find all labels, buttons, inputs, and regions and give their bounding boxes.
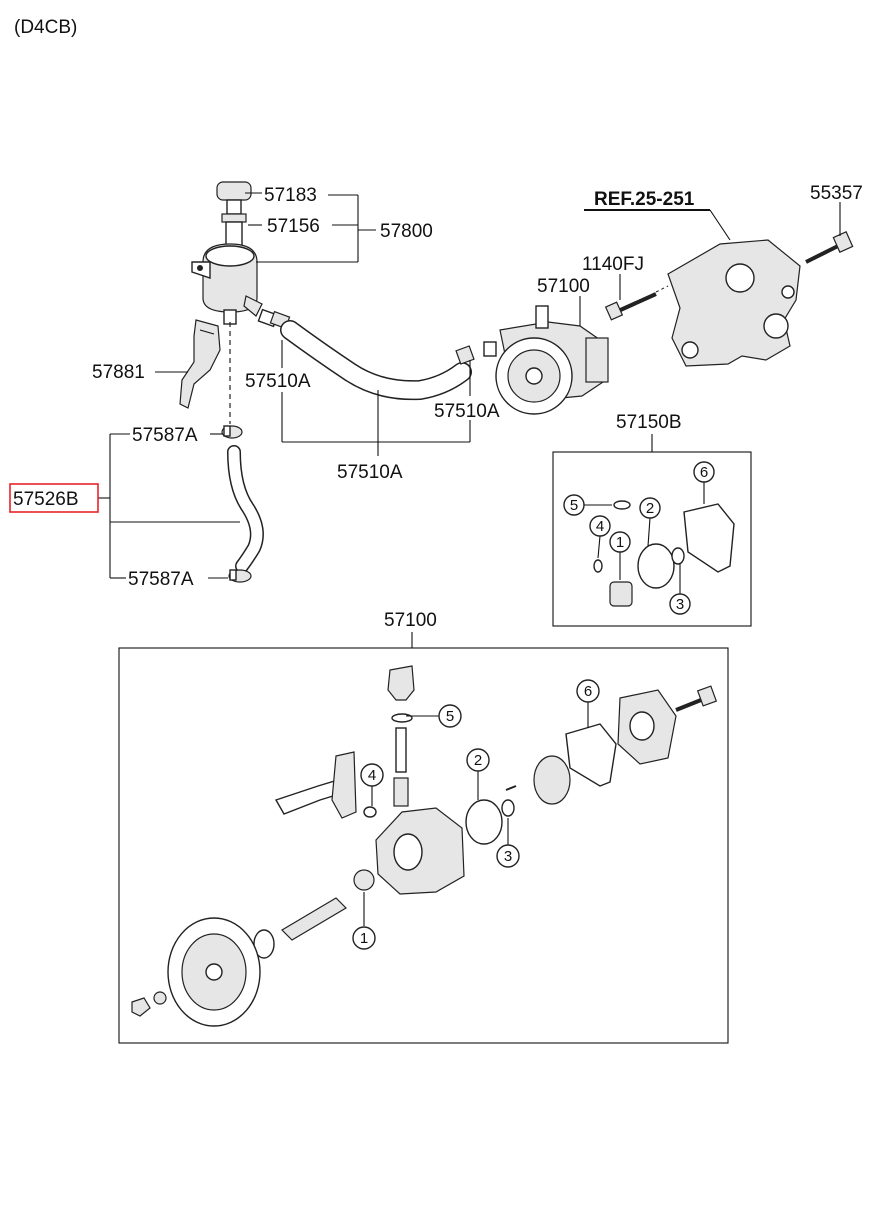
pump-leaders [579, 274, 621, 326]
exploded-callout-leaders [363, 702, 589, 926]
hose-leaders [281, 340, 471, 456]
exploded-callout-4[interactable]: 4 [368, 767, 376, 784]
kit-callout-leaders [584, 482, 705, 594]
ref-leaders [584, 202, 841, 241]
kit-callout-2[interactable]: 2 [646, 500, 654, 517]
label-57156[interactable]: 57156 [267, 216, 320, 237]
label-57510a-left[interactable]: 57510A [245, 371, 311, 392]
pump-assembly[interactable] [495, 305, 609, 415]
selected-part-highlight [9, 483, 99, 513]
kit-callouts [563, 461, 715, 615]
label-57510a-main[interactable]: 57510A [337, 462, 403, 483]
reservoir-cap[interactable] [216, 181, 252, 215]
reservoir-tank[interactable] [191, 243, 263, 325]
label-57510a-right[interactable]: 57510A [434, 401, 500, 422]
exploded-callout-1[interactable]: 1 [360, 930, 368, 947]
hose-57526b[interactable] [227, 445, 264, 573]
exploded-parts[interactable] [131, 665, 718, 1027]
kit-callout-5[interactable]: 5 [570, 497, 578, 514]
kit-parts[interactable] [593, 500, 735, 607]
label-57587a-lower[interactable]: 57587A [128, 569, 194, 590]
hose-57510a[interactable] [257, 308, 497, 401]
label-57183[interactable]: 57183 [264, 185, 317, 206]
label-57150b[interactable]: 57150B [616, 412, 682, 433]
label-57100-top[interactable]: 57100 [537, 276, 590, 297]
exploded-callout-2[interactable]: 2 [474, 752, 482, 769]
clamp-upper[interactable] [221, 425, 243, 439]
engine-code: (D4CB) [14, 17, 77, 38]
reservoir-leaders [155, 192, 376, 373]
label-57881[interactable]: 57881 [92, 362, 145, 383]
reservoir-filter[interactable] [221, 213, 247, 247]
clamp-lower[interactable] [228, 569, 252, 583]
exploded-box [118, 647, 729, 1044]
label-57587a-upper[interactable]: 57587A [132, 425, 198, 446]
label-1140fj[interactable]: 1140FJ [582, 254, 644, 275]
kit-callout-1[interactable]: 1 [616, 534, 624, 551]
kit-box [552, 451, 752, 627]
label-57526b[interactable]: 57526B [13, 489, 79, 510]
bolt-55357[interactable] [805, 231, 854, 264]
kit-callout-6[interactable]: 6 [700, 464, 708, 481]
exploded-callouts [352, 679, 600, 950]
exploded-callout-6[interactable]: 6 [584, 683, 592, 700]
label-55357[interactable]: 55357 [810, 183, 863, 204]
label-ref[interactable]: REF.25-251 [594, 189, 695, 210]
kit-callout-4[interactable]: 4 [596, 518, 604, 535]
suction-leaders [98, 433, 240, 579]
bolt-1140fj[interactable] [604, 285, 669, 321]
label-57100-exploded[interactable]: 57100 [384, 610, 437, 631]
exploded-callout-5[interactable]: 5 [446, 708, 454, 725]
engine-bracket-ref[interactable] [667, 239, 801, 367]
kit-callout-3[interactable]: 3 [676, 596, 684, 613]
exploded-callout-3[interactable]: 3 [504, 848, 512, 865]
reservoir-bracket[interactable] [179, 319, 221, 409]
label-57800[interactable]: 57800 [380, 221, 433, 242]
